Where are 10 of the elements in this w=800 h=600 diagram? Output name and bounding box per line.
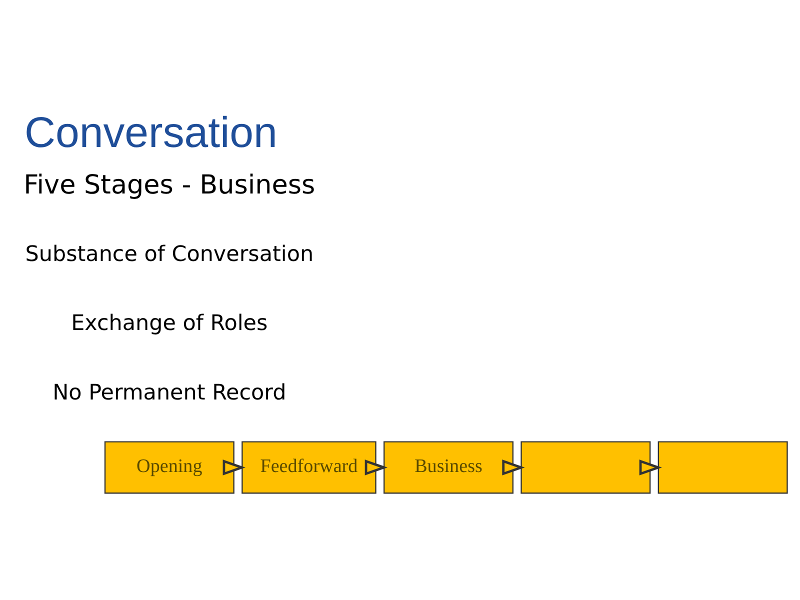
label: Five Stages - Business (23, 170, 315, 200)
diagram-title: Conversation (24, 108, 277, 156)
arrow (222, 459, 245, 475)
label: No Permanent Record (52, 380, 286, 405)
label: Substance of Conversation (24, 242, 314, 267)
node-box (657, 440, 788, 494)
arrow (502, 459, 524, 475)
label: Exchange of Roles (70, 310, 268, 336)
arrow (638, 459, 662, 475)
arrow (364, 459, 388, 475)
